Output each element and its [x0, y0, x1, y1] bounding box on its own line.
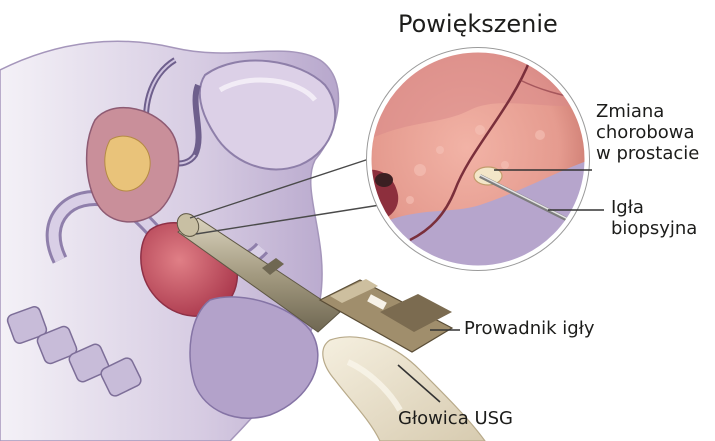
- probe-label: Głowica USG: [398, 408, 513, 429]
- lesion-label: Zmiana chorobowa w prostacie: [596, 101, 699, 164]
- lesion-label-line-1: Zmiana: [596, 101, 699, 122]
- lesion-label-line-2: chorobowa: [596, 122, 699, 143]
- lesion-label-line-3: w prostacie: [596, 143, 699, 164]
- needle-label: Igła biopsyjna: [611, 197, 697, 239]
- magnification-title: Powiększenie: [398, 10, 558, 38]
- needle-label-line-1: Igła: [611, 197, 697, 218]
- needle-label-line-2: biopsyjna: [611, 218, 697, 239]
- needle-guide-label: Prowadnik igły: [464, 318, 594, 339]
- pelvis-anatomy: [0, 41, 339, 441]
